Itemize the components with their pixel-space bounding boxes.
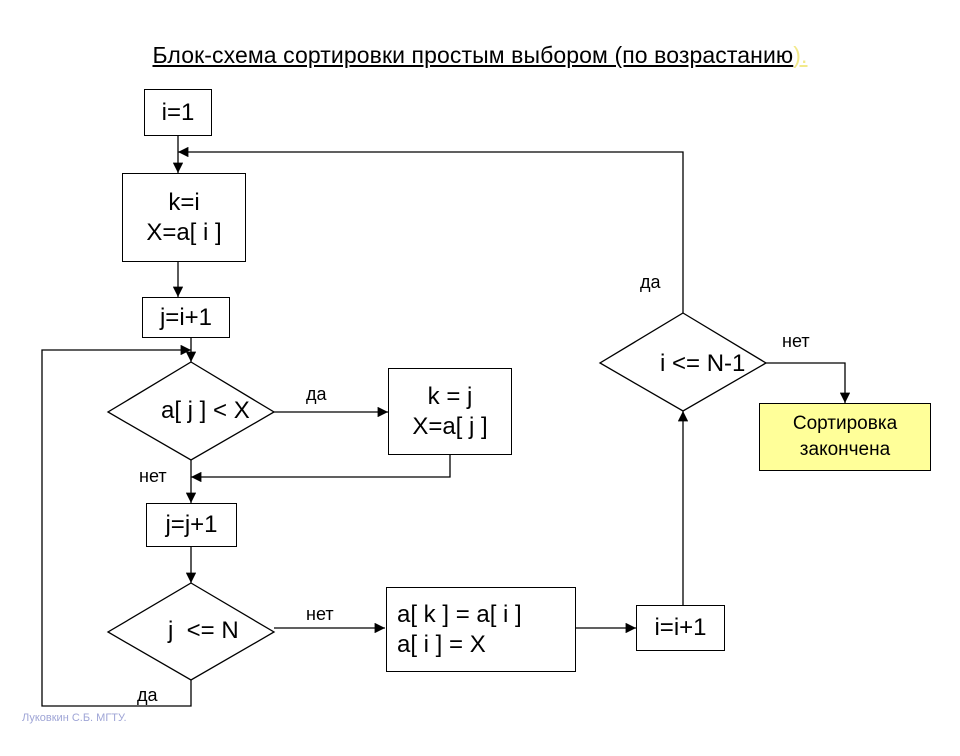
update-k-block: k = j X=a[ j ] (388, 368, 512, 455)
diagram-title-tail: ). (793, 42, 808, 68)
arrow-inner-loop (41, 344, 192, 707)
swap-text-1: a[ k ] = a[ i ] (397, 600, 522, 628)
arrow-outer-loop (178, 146, 684, 313)
yes-label-i: да (640, 272, 661, 292)
init-text: i=1 (161, 98, 195, 126)
no-label-j: нет (306, 604, 334, 624)
swap-block: a[ k ] = a[ i ] a[ i ] = X (386, 587, 576, 672)
inc-j-text: j=j+1 (165, 511, 218, 538)
yes-label-inner: да (306, 384, 327, 404)
arrow-condi-no (766, 362, 851, 403)
inner-condition-text: a[ j ] < X (161, 397, 250, 424)
init-block: i=1 (144, 89, 212, 136)
inc-j-block: j=j+1 (146, 503, 237, 547)
j-condition-text: j <= N (168, 617, 239, 644)
set-k-block: k=i X=a[ i ] (122, 173, 246, 262)
inc-i-text: i=i+1 (654, 614, 707, 641)
set-j-block: j=i+1 (142, 297, 230, 338)
yes-label-j: да (137, 685, 158, 705)
arrow-updatek-return (191, 455, 451, 483)
no-label-i: нет (782, 331, 810, 351)
inc-i-block: i=i+1 (636, 605, 725, 651)
done-text-2: закончена (799, 439, 891, 460)
set-k-text-1: k=i (168, 188, 200, 216)
set-k-text-2: X=a[ i ] (146, 218, 222, 246)
no-label-inner: нет (139, 466, 167, 486)
done-text-1: Сортировка (792, 413, 898, 434)
author-credit: Луковкин С.Б. МГТУ. (22, 712, 127, 724)
diagram-title-text: Блок-схема сортировки простым выбором (п… (152, 42, 794, 68)
update-k-text-2: X=a[ j ] (412, 412, 488, 440)
diagram-title: Блок-схема сортировки простым выбором (п… (0, 42, 960, 69)
set-j-text: j=i+1 (159, 303, 213, 331)
update-k-text-1: k = j (427, 382, 473, 410)
swap-text-2: a[ i ] = X (397, 630, 486, 658)
done-block: Сортировка закончена (759, 403, 931, 471)
i-condition-text: i <= N-1 (660, 350, 746, 377)
